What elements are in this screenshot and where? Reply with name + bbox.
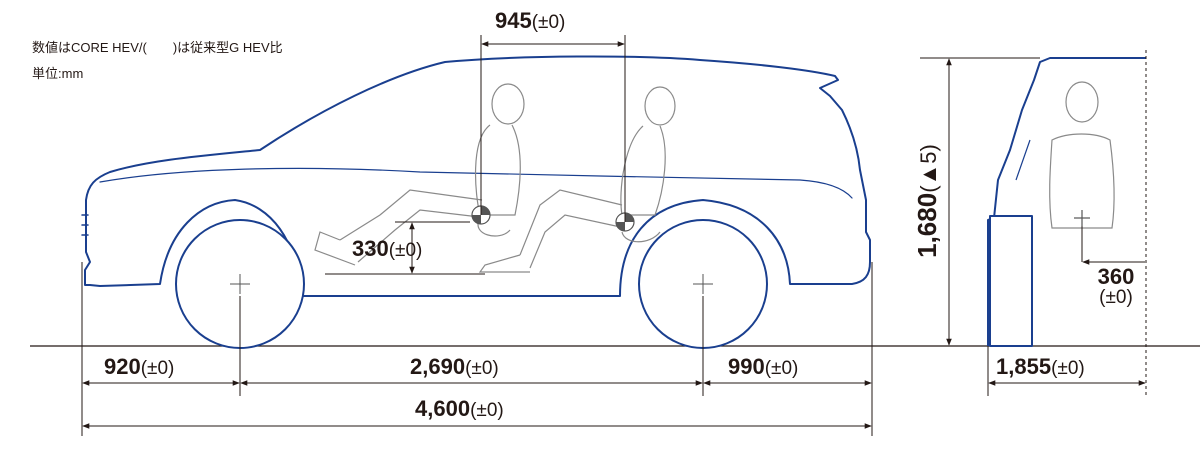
seat-height-dimension	[325, 221, 485, 275]
hip-offset-value: 360	[1097, 264, 1135, 289]
seat-height-delta: (±0)	[388, 240, 423, 261]
front-overhang-label: 920(±0)	[104, 354, 175, 379]
overall-width-value: 1,855	[996, 354, 1052, 379]
length-dimension-lines	[81, 262, 873, 436]
seat-distance-label: 945(±0)	[495, 8, 566, 33]
overall-height-label: 1,680(▲5)	[912, 121, 944, 281]
rear-overhang-delta: (±0)	[764, 358, 799, 379]
front-overhang-delta: (±0)	[140, 358, 175, 379]
overall-length-label: 4,600(±0)	[415, 396, 504, 421]
height-dimension-lines	[920, 57, 1040, 346]
front-view-car-body	[987, 57, 1146, 347]
wheelbase-value: 2,690	[410, 354, 466, 379]
overall-height-value: 1,680	[912, 192, 942, 258]
seat-distance-dimension	[480, 35, 626, 222]
wheelbase-delta: (±0)	[465, 358, 499, 379]
hip-offset-delta: (±0)	[1099, 287, 1133, 308]
overall-width-delta: (±0)	[1051, 358, 1085, 379]
overall-length-value: 4,600	[415, 396, 471, 421]
rear-occupant	[478, 86, 676, 273]
seat-height-label: 330(±0)	[352, 236, 423, 261]
note-unit: 単位:mm	[32, 66, 84, 81]
overall-height-delta: (▲5)	[916, 144, 941, 193]
hip-offset-label: 360 (±0)	[1088, 264, 1144, 308]
rear-overhang-value: 990	[728, 354, 765, 379]
note-comparison: 数値はCORE HEV/( )は従来型G HEV比	[32, 40, 283, 55]
overall-length-delta: (±0)	[470, 400, 504, 421]
seat-height-value: 330	[352, 236, 389, 261]
rear-overhang-label: 990(±0)	[728, 354, 799, 379]
wheelbase-label: 2,690(±0)	[410, 354, 499, 379]
seat-distance-value: 945	[495, 8, 532, 33]
seat-distance-delta: (±0)	[531, 12, 566, 33]
width-dimension-lines	[987, 50, 1147, 396]
front-overhang-value: 920	[104, 354, 141, 379]
front-view-occupant	[1049, 81, 1115, 229]
overall-width-label: 1,855(±0)	[996, 354, 1085, 379]
hip-offset-dimension	[1081, 226, 1145, 265]
